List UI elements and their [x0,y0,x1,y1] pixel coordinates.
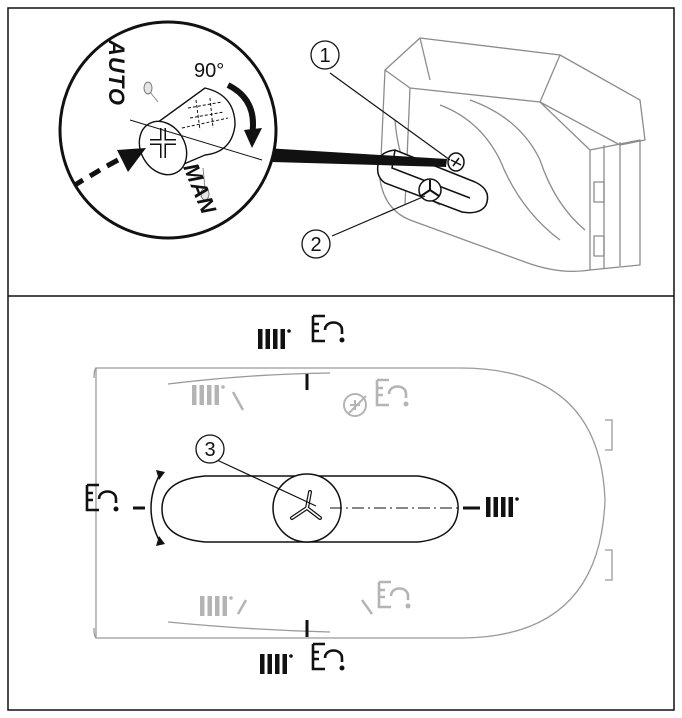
hot-water-tap-icon [85,483,120,513]
right-position [463,497,519,517]
radiator-icon [200,596,233,616]
valve-housing-outline [93,367,613,639]
callout-2: 2 [301,195,426,259]
hot-water-tap-icon [377,580,412,610]
callout-1: 1 [310,40,451,161]
hot-water-tap-icon [311,314,346,344]
push-arrow [73,157,120,188]
radiator-icon [258,329,291,349]
radiator-icon [260,654,293,674]
radiator-icon [486,497,519,517]
adjustment-screw [447,152,465,172]
callout-3-label: 3 [204,439,215,461]
callout-2-label: 2 [310,234,321,256]
faded-position-symbols [192,378,412,616]
radiator-icon [192,385,225,405]
detail-magnifier: 90° AUTO MAN [58,20,278,240]
left-position [85,470,165,546]
detail-connector [265,148,447,167]
top-position-symbols [258,314,346,349]
callout-3: 3 [195,434,317,507]
hot-water-tap-icon [375,378,410,408]
callout-1-label: 1 [319,45,330,67]
rotation-arrow [150,473,161,543]
selector-lever [161,473,460,543]
filling-tool-icon [343,393,367,417]
actuator-housing [379,37,646,272]
rotation-angle-label: 90° [194,60,224,82]
mode-auto-label: AUTO [104,39,129,106]
hot-water-tap-icon [311,642,346,672]
figure-frame [7,7,675,711]
bottom-position-symbols [260,642,346,674]
